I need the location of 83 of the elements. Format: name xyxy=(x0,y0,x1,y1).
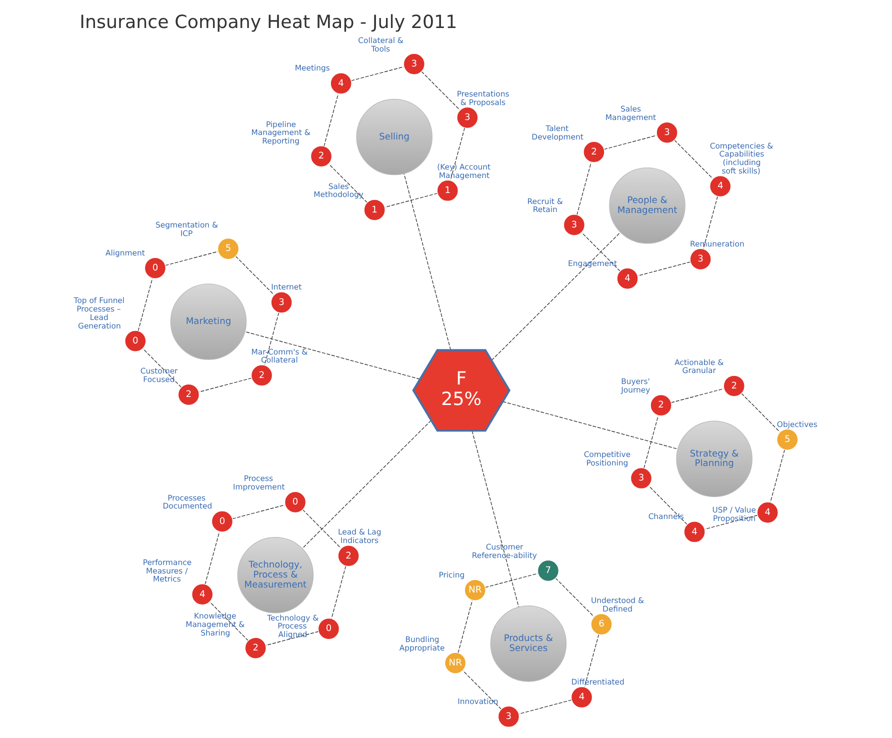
node-circle: 5 xyxy=(217,238,240,260)
connector xyxy=(703,196,718,250)
connector xyxy=(518,700,572,714)
connector xyxy=(204,531,220,585)
node-circle: 3 xyxy=(270,292,292,314)
connector xyxy=(244,331,420,380)
connector xyxy=(302,420,432,549)
node-circle: Selling xyxy=(356,98,432,176)
node-circle: 6 xyxy=(590,613,612,636)
connector xyxy=(584,634,600,688)
node-circle: 4 xyxy=(756,502,778,524)
node-circle: 4 xyxy=(330,72,352,94)
connector xyxy=(328,164,368,203)
node-circle: Strategy & Planning xyxy=(676,420,752,498)
node-circle: 0 xyxy=(144,257,166,279)
node-circle: 2 xyxy=(723,375,745,397)
connector xyxy=(576,162,592,216)
node-circle: 0 xyxy=(284,491,306,514)
node-circle: 2 xyxy=(244,637,266,659)
connector xyxy=(555,578,594,617)
connector xyxy=(266,631,319,646)
node-circle: 3 xyxy=(498,706,520,728)
connector xyxy=(421,71,460,110)
node-circle: 3 xyxy=(456,106,478,129)
node-circle: 1 xyxy=(364,199,386,221)
connector xyxy=(324,93,339,147)
connector xyxy=(604,135,658,150)
connector xyxy=(770,449,785,503)
node-circle: Technology, Process & Measurement xyxy=(237,537,314,614)
connector xyxy=(198,378,252,392)
connector xyxy=(331,566,346,619)
node-circle: 3 xyxy=(690,248,712,270)
connector xyxy=(210,602,249,641)
connector xyxy=(138,278,153,332)
connector xyxy=(491,232,621,361)
connector xyxy=(644,415,659,468)
connector xyxy=(670,388,724,403)
connector xyxy=(472,430,520,608)
connector xyxy=(235,256,274,296)
connector xyxy=(462,670,502,710)
node-circle: 3 xyxy=(630,467,652,490)
connector xyxy=(142,348,182,388)
node-circle: 4 xyxy=(192,584,214,606)
node-circle: 2 xyxy=(583,141,605,163)
node-circle: 2 xyxy=(338,545,360,567)
node-circle: 0 xyxy=(318,618,340,640)
node-circle: NR xyxy=(444,652,466,674)
node-circle: 3 xyxy=(403,53,425,75)
node-circle: 1 xyxy=(436,180,458,202)
connector xyxy=(637,262,691,276)
connector xyxy=(484,573,538,588)
connector xyxy=(165,251,218,266)
node-circle: 4 xyxy=(616,268,638,290)
connector xyxy=(232,504,286,520)
connector xyxy=(450,127,466,181)
node-circle: 2 xyxy=(250,364,273,386)
connector xyxy=(458,600,473,654)
node-circle: NR xyxy=(464,579,486,601)
connector xyxy=(674,140,713,179)
connector xyxy=(404,173,452,350)
node-circle: 0 xyxy=(211,510,234,532)
connector xyxy=(648,486,688,525)
node-circle: Products & Services xyxy=(490,606,567,682)
node-circle: Marketing xyxy=(170,284,247,360)
node-circle: 2 xyxy=(650,394,672,416)
node-circle: 5 xyxy=(776,428,798,450)
node-circle: 3 xyxy=(656,122,678,144)
node-circle: 2 xyxy=(178,384,200,406)
connector xyxy=(350,66,404,82)
connector xyxy=(502,401,678,450)
connector xyxy=(264,312,280,366)
node-circle: 4 xyxy=(570,686,593,708)
node-circle: 2 xyxy=(310,146,332,168)
node-circle: 3 xyxy=(563,214,586,236)
node-circle: People & Management xyxy=(609,167,686,244)
connector xyxy=(741,393,780,432)
node-circle: 4 xyxy=(684,521,706,543)
node-circle: 0 xyxy=(124,330,146,352)
connector xyxy=(302,509,342,548)
node-circle: 4 xyxy=(710,175,732,198)
node-circle: 7 xyxy=(537,560,560,582)
connector xyxy=(384,192,438,208)
diagram-title: Insurance Company Heat Map - July 2011 xyxy=(80,12,458,34)
